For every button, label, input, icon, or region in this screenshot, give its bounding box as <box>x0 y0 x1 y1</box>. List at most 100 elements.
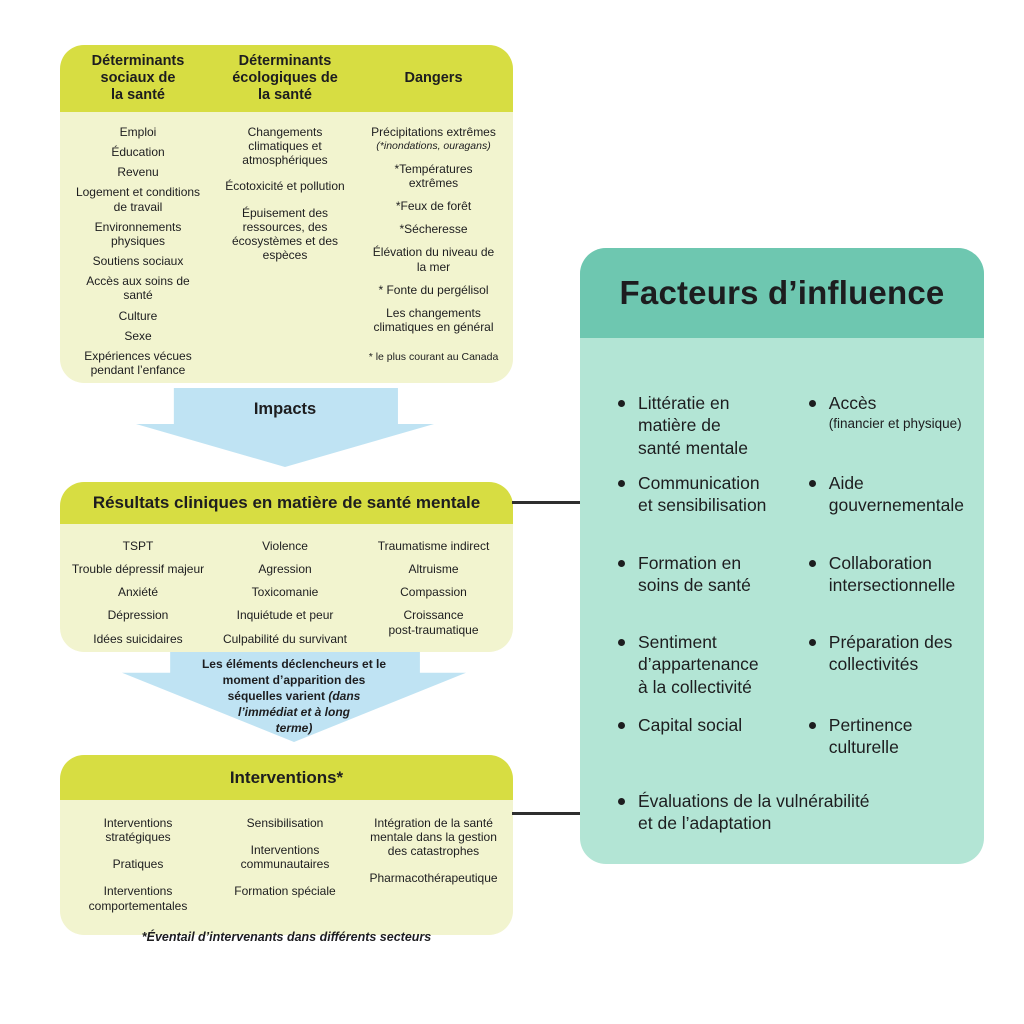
list-item: Sensibilisation <box>246 816 324 830</box>
facteurs-title: Facteurs d’influence <box>619 274 945 311</box>
list-item: Altruisme <box>408 562 459 577</box>
determinants-header-band: Déterminants sociaux de la santé Détermi… <box>60 45 513 112</box>
list-item: Épuisement des ressources, des écosystèm… <box>231 205 339 263</box>
impacts-arrow: Impacts <box>136 388 434 467</box>
bullet-item: Communication et sensibilisation <box>618 472 809 517</box>
bullet-item: Capital social <box>618 714 809 736</box>
box-facteurs-influence: Facteurs d’influence Littératie en matiè… <box>580 248 984 864</box>
bullet-dot-icon <box>808 480 816 487</box>
box-interventions: Interventions* Interventions stratégique… <box>60 755 513 944</box>
list-item: Formation spéciale <box>234 884 336 899</box>
interventions-footnote: *Éventail d’intervenants dans différents… <box>141 929 432 944</box>
bullet-dot-icon <box>618 560 625 567</box>
list-item: Anxiété <box>117 585 159 600</box>
bullet-item: Littératie en matière de santé mentale <box>618 392 809 459</box>
list-item: Croissance post-traumatique <box>388 608 479 637</box>
list-item: Toxicomanie <box>251 585 319 600</box>
facteurs-left-column: Littératie en matière de santé mentale C… <box>618 392 809 790</box>
list-item: Inquiétude et peur <box>236 608 334 623</box>
list-item: Les changements climatiques en général <box>373 305 494 334</box>
resultats-header-band: Résultats cliniques en matière de santé … <box>60 482 513 524</box>
connector-line-interventions <box>512 812 581 815</box>
interventions-header-band: Interventions* <box>60 755 513 800</box>
bullet-dot-icon <box>618 400 625 407</box>
list-item: Environnements physiques <box>94 219 182 248</box>
header-determinants-sociaux: Déterminants sociaux de la santé <box>91 53 185 103</box>
list-item: Écotoxicité et pollution <box>225 179 345 194</box>
column-dangers: Précipitations extrêmes(*inondations, ou… <box>354 125 513 343</box>
bullet-dot-icon <box>618 798 625 805</box>
bullet-item: Accès(financier et physique) <box>808 392 964 433</box>
connector-line-resultats <box>512 501 581 504</box>
list-item: Emploi <box>119 125 157 139</box>
bullet-dot-icon <box>808 560 816 567</box>
box-resultats-cliniques: Résultats cliniques en matière de santé … <box>60 482 513 652</box>
list-item: Soutiens sociaux <box>92 254 184 269</box>
list-item: * Fonte du pergélisol <box>378 282 489 297</box>
bullet-item: Aide gouvernementale <box>808 472 964 517</box>
list-item: Idées suicidaires <box>93 631 183 646</box>
list-item: Interventions communautaires <box>240 843 330 872</box>
list-item: Violence <box>262 539 308 553</box>
column-dangers-wrap: Précipitations extrêmes(*inondations, ou… <box>354 125 513 383</box>
bullet-item: Préparation des collectivités <box>808 631 964 676</box>
list-item: Logement et conditions de travail <box>75 185 201 214</box>
bullet-dot-icon <box>808 400 816 407</box>
list-item: Interventions comportementales <box>88 884 188 913</box>
list-item: Pratiques <box>112 857 164 872</box>
header-dangers: Dangers <box>404 70 463 87</box>
bullet-dot-icon <box>618 480 625 487</box>
bullet-dot-icon <box>808 639 816 646</box>
list-item: Compassion <box>400 585 467 600</box>
list-item: Accès aux soins de santé <box>86 274 190 303</box>
interventions-title: Interventions* <box>229 767 344 787</box>
bullet-item: Collaboration intersectionnelle <box>808 552 964 597</box>
bullet-item: Formation en soins de santé <box>618 552 809 597</box>
bullet-dot-icon <box>618 722 625 729</box>
list-item: Culpabilité du survivant <box>222 631 348 646</box>
declencheurs-arrow: Les éléments déclencheurs et le moment d… <box>122 652 466 742</box>
list-item: Revenu <box>117 165 159 180</box>
bullet-dot-icon <box>808 722 816 729</box>
declencheurs-text-italic: (dans l’immédiat et à long terme) <box>237 688 361 735</box>
list-item: Précipitations extrêmes(*inondations, ou… <box>371 125 496 153</box>
bullet-item: Pertinence culturelle <box>808 714 964 759</box>
list-item: Changements climatiques et atmosphérique… <box>242 125 328 168</box>
list-item: *Sécheresse <box>399 222 468 237</box>
list-item: *Températures extrêmes <box>394 161 473 190</box>
list-item: Culture <box>118 308 158 323</box>
dangers-footnote: * le plus courant au Canada <box>368 351 499 364</box>
facteurs-right-column: Accès(financier et physique) Aide gouver… <box>808 392 964 790</box>
facteurs-header-band: Facteurs d’influence <box>580 248 984 338</box>
bullet-item: Sentiment d’appartenance à la collectivi… <box>618 631 809 698</box>
list-item: Dépression <box>107 608 169 623</box>
bullet-item: Évaluations de la vulnérabilité et de l’… <box>618 790 964 835</box>
list-item: Interventions stratégiques <box>103 816 173 845</box>
column-interventions-3: Intégration de la santé mentale dans la … <box>354 816 513 926</box>
list-item: *Feux de forêt <box>395 199 472 214</box>
list-item: TSPT <box>122 539 154 553</box>
declencheurs-text: Les éléments déclencheurs et le moment d… <box>154 657 434 742</box>
list-item: Intégration de la santé mentale dans la … <box>370 816 497 859</box>
column-ecological-determinants: Changements climatiques et atmosphérique… <box>216 125 354 383</box>
impacts-label: Impacts <box>253 400 317 418</box>
header-determinants-ecologiques: Déterminants écologiques de la santé <box>232 53 338 103</box>
list-item: Agression <box>258 562 312 577</box>
list-item: Sexe <box>124 328 152 343</box>
list-item: Traumatisme indirect <box>377 539 490 553</box>
resultats-title: Résultats cliniques en matière de santé … <box>92 493 481 512</box>
bullet-dot-icon <box>618 639 625 646</box>
list-item: Trouble dépressif majeur <box>71 562 205 577</box>
list-item: Élévation du niveau de la mer <box>372 245 495 274</box>
list-item: Pharmacothérapeutique <box>369 871 498 886</box>
facteurs-columns: Littératie en matière de santé mentale C… <box>618 392 964 790</box>
